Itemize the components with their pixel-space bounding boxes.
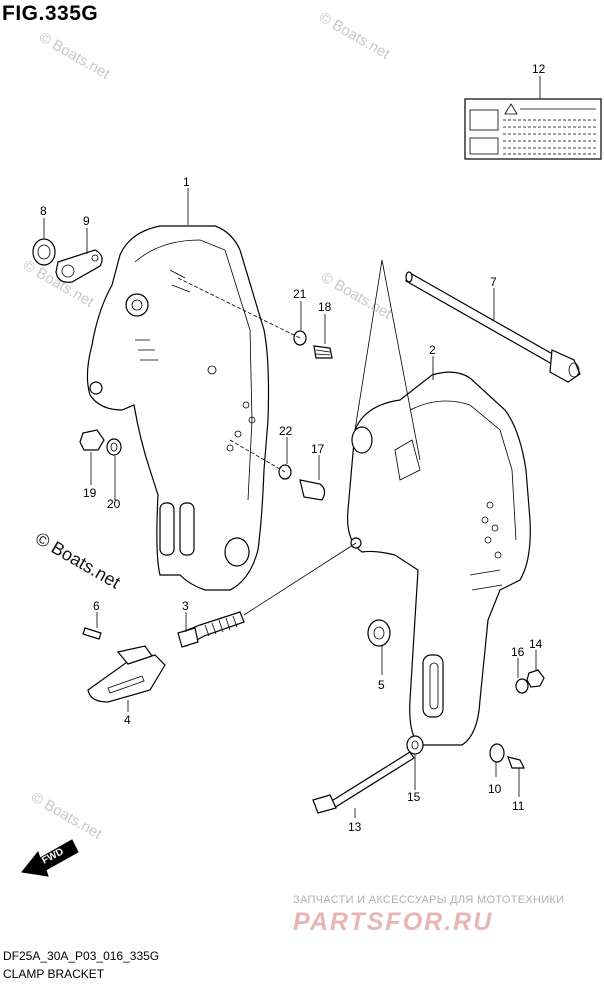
callout-16: 16 bbox=[511, 645, 525, 659]
part-1-clamp-bracket-left bbox=[86, 225, 270, 591]
callout-numbers: 1 2 3 4 5 6 7 8 9 10 11 12 13 14 15 16 1… bbox=[40, 62, 546, 834]
callout-4: 4 bbox=[124, 713, 131, 727]
part-20-washer bbox=[106, 438, 122, 456]
callout-17: 17 bbox=[311, 442, 325, 456]
part-9-plate bbox=[55, 249, 103, 283]
callout-8: 8 bbox=[40, 204, 47, 218]
part-14-nut bbox=[526, 669, 545, 688]
callout-22: 22 bbox=[279, 424, 293, 438]
callout-20: 20 bbox=[107, 497, 121, 511]
callout-6: 6 bbox=[93, 599, 100, 613]
callout-14: 14 bbox=[529, 637, 543, 651]
part-16-washer bbox=[515, 678, 529, 694]
part-18-bolt bbox=[313, 345, 333, 359]
figure-name: CLAMP BRACKET bbox=[3, 967, 105, 981]
part-10-washer bbox=[489, 743, 505, 763]
part-15-washer bbox=[406, 735, 424, 755]
part-17-bolt bbox=[299, 479, 326, 501]
figure-code: DF25A_30A_P03_016_335G bbox=[3, 949, 160, 963]
part-2-clamp-bracket-right bbox=[346, 371, 531, 746]
callout-2: 2 bbox=[429, 343, 436, 357]
callout-12: 12 bbox=[532, 62, 546, 76]
part-8-seal bbox=[32, 238, 56, 266]
callout-3: 3 bbox=[182, 599, 189, 613]
callout-1: 1 bbox=[183, 175, 190, 189]
part-13-bolt bbox=[312, 751, 415, 814]
watermark: © Boats.net bbox=[318, 269, 395, 323]
part-7-tilt-tube bbox=[405, 271, 581, 383]
part-3-spring-rod bbox=[177, 611, 245, 648]
watermark: © Boats.net bbox=[36, 29, 113, 83]
watermark: © Boats.net bbox=[28, 789, 105, 843]
part-11-bolt bbox=[507, 756, 525, 769]
callout-10: 10 bbox=[488, 782, 502, 796]
part-5-grommet bbox=[367, 619, 391, 647]
advert-tagline: ЗАПЧАСТИ И АКСЕССУАРЫ ДЛЯ МОТОТЕХНИКИ bbox=[293, 894, 565, 906]
callout-19: 19 bbox=[83, 486, 97, 500]
callout-11: 11 bbox=[512, 799, 525, 813]
callout-9: 9 bbox=[83, 214, 90, 228]
watermark: © Boats.net bbox=[316, 9, 393, 63]
callout-13: 13 bbox=[348, 820, 362, 834]
callout-18: 18 bbox=[318, 300, 332, 314]
advert-logo: PARTSFOR.RU bbox=[293, 908, 494, 936]
watermark-large: © Boats.net bbox=[32, 528, 124, 592]
part-12-label-plate bbox=[464, 98, 602, 160]
callout-7: 7 bbox=[490, 275, 497, 289]
part-19-nut bbox=[79, 429, 105, 451]
figure-title: FIG.335G bbox=[2, 2, 99, 25]
callout-5: 5 bbox=[378, 678, 385, 692]
callout-15: 15 bbox=[407, 790, 421, 804]
part-4-lever bbox=[87, 645, 166, 703]
fwd-arrow: FWD bbox=[21, 839, 79, 877]
leader-lines bbox=[43, 76, 541, 818]
callout-21: 21 bbox=[293, 287, 307, 301]
part-6-pin bbox=[82, 627, 102, 640]
